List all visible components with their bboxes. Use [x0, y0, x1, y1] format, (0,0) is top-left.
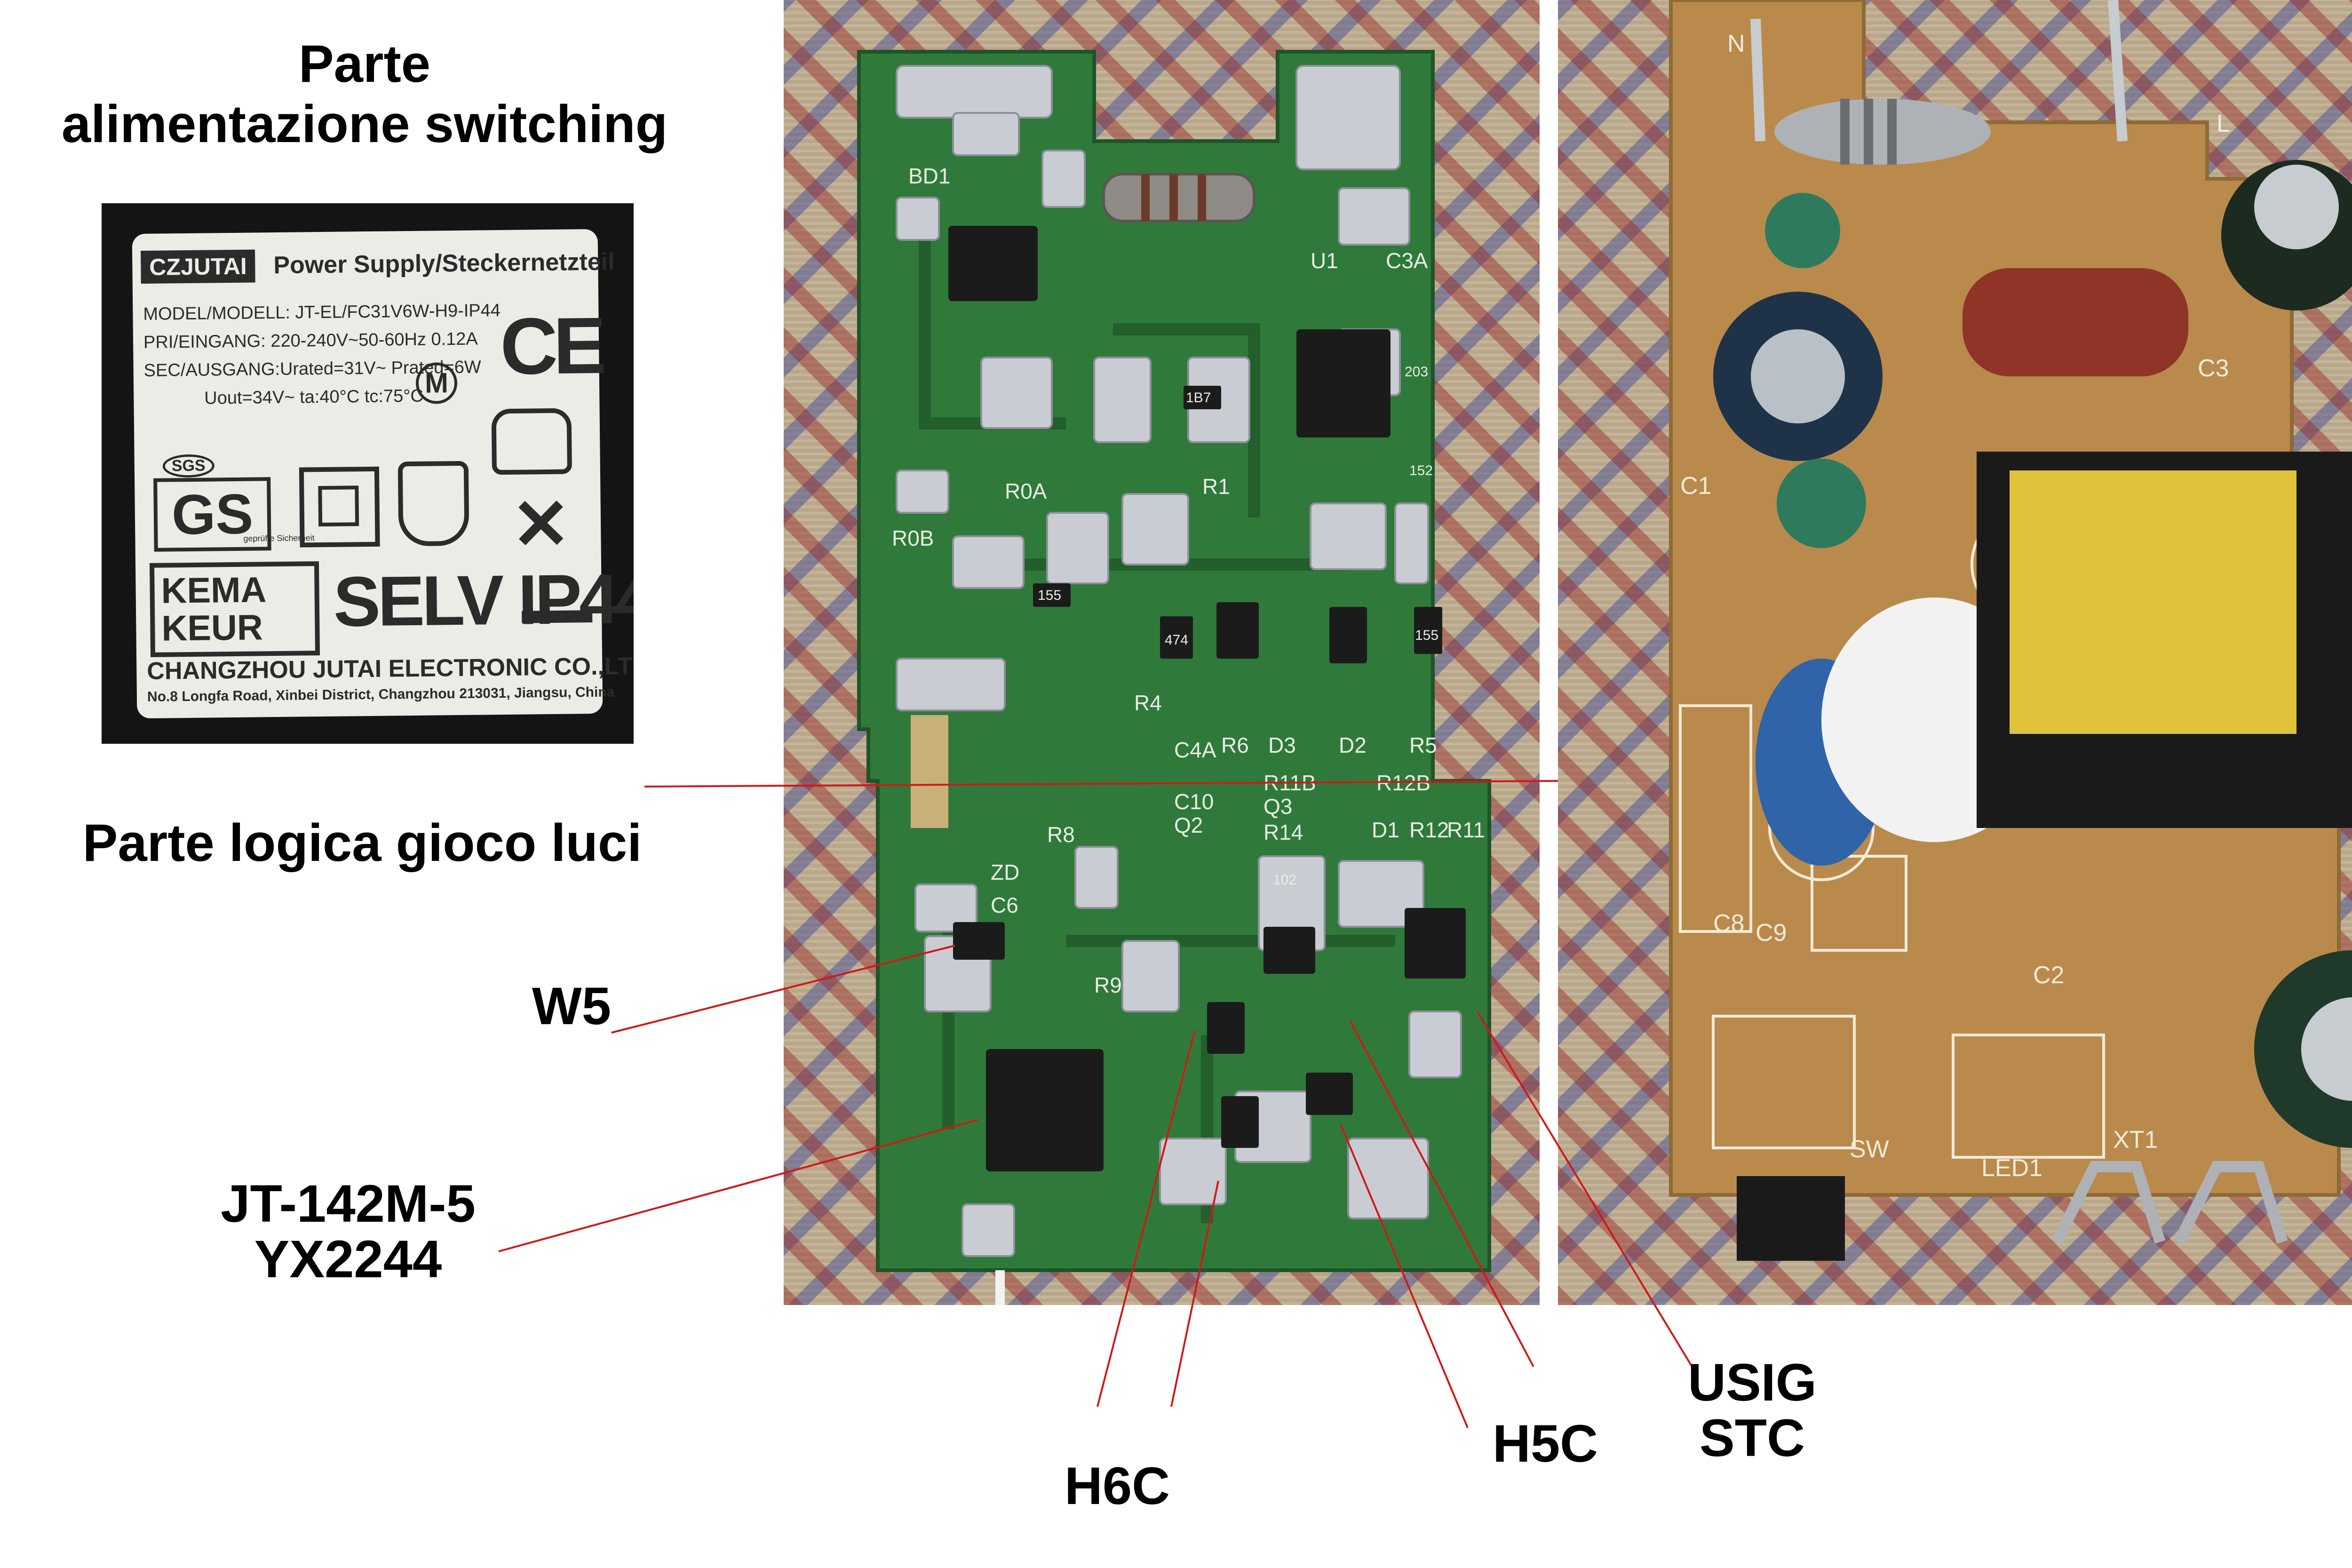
- label-company: CHANGZHOU JUTAI ELECTRONIC CO.,LTD.: [147, 652, 634, 685]
- recycle-bin-icon: ✕: [511, 484, 571, 564]
- silk-c1: C1: [1680, 472, 1711, 500]
- silk-c4a: C4A: [1174, 738, 1216, 762]
- silk-led1: LED1: [1981, 1154, 2042, 1182]
- silk-d1: D1: [1372, 818, 1399, 842]
- pcb-front-photo: BD1 U1 C3A R1 R0A R0B R4 C4A R6 D3 D2 R5…: [784, 0, 1540, 1305]
- chip-102: 102: [1273, 872, 1296, 888]
- silk-r8: R8: [1047, 822, 1075, 847]
- label-title: Power Supply/Steckernetzteil: [273, 248, 615, 279]
- silk-r12b: R12B: [1376, 771, 1430, 795]
- chip-155b: 155: [1415, 628, 1438, 643]
- callout-h6c: H6C: [1064, 1457, 1170, 1515]
- switch-sw: [1737, 1176, 1845, 1261]
- power-section-title: Parte alimentazione switching: [19, 34, 710, 154]
- silk-q3: Q3: [1263, 794, 1292, 819]
- label-secondary2: Uout=34V~ ta:40°C tc:75°C: [204, 386, 424, 408]
- silk-xt1: XT1: [2113, 1126, 2158, 1154]
- silk-c2: C2: [2033, 962, 2064, 989]
- silk-c10: C10: [1174, 789, 1214, 814]
- silk-c9: C9: [1756, 919, 1787, 947]
- chip-152: 152: [1409, 463, 1433, 478]
- brand-badge: CZJUTAI: [141, 249, 256, 284]
- power-resistor: [1774, 99, 1991, 165]
- keur-text: KEUR: [161, 607, 263, 649]
- kema-keur-badge: KEMA KEUR: [149, 561, 320, 657]
- silk-u1: U1: [1311, 248, 1338, 273]
- silk-r6: R6: [1221, 733, 1249, 757]
- y-capacitor-mid: [1777, 459, 1866, 548]
- m-mark: M: [415, 362, 458, 404]
- ce-mark: CE: [500, 301, 603, 392]
- callout-jt-line2: YX2244: [254, 1230, 442, 1289]
- silk-c6: C6: [991, 893, 1018, 917]
- silk-r0a: R0A: [1005, 479, 1047, 503]
- label-model: MODEL/MODELL: JT-EL/FC31V6W-H9-IP44: [143, 301, 501, 324]
- silk-c8: C8: [1713, 910, 1744, 937]
- silk-c3a: C3A: [1386, 248, 1428, 273]
- power-title-line1: Parte: [298, 34, 431, 93]
- safety-transformer-icon: [397, 461, 469, 547]
- silk-r11: R11: [1447, 818, 1485, 842]
- silk-n: N: [1727, 30, 1745, 57]
- callout-jt-line1: JT-142M-5: [221, 1174, 476, 1233]
- bridge-rectifier-bd1: [948, 226, 1038, 301]
- silk-bd1: BD1: [908, 164, 950, 188]
- silk-c3: C3: [2198, 355, 2229, 382]
- silk-q2: Q2: [1174, 813, 1203, 837]
- silk-d2: D2: [1339, 733, 1367, 757]
- double-insulation-icon: [299, 466, 380, 548]
- label-address: No.8 Longfa Road, Xinbei District, Chang…: [147, 684, 615, 705]
- pcb-back-photo: C3 C1 C2 C8 C9 LED1 SW XT1 L N: [1558, 0, 2352, 1305]
- sgs-mark: SGS: [162, 454, 215, 478]
- callout-usig-stc: USIG STC: [1675, 1355, 1830, 1466]
- weee-bar: [522, 610, 593, 623]
- silk-r0b: R0B: [892, 526, 934, 550]
- power-supply-label-photo: CZJUTAI Power Supply/Steckernetzteil MOD…: [102, 203, 634, 744]
- y-capacitor-top: [1765, 193, 1840, 268]
- logic-section-title: Parte logica gioco luci: [82, 813, 642, 872]
- callout-h5c: H5C: [1492, 1414, 1598, 1473]
- power-title-line2: alimentazione switching: [61, 95, 668, 153]
- silk-l: L: [2217, 110, 2230, 137]
- callout-jt-142m-5: JT-142M-5 YX2244: [198, 1176, 499, 1287]
- enclosure-symbol-icon: [491, 408, 572, 475]
- silk-sw: SW: [1850, 1136, 1889, 1163]
- silk-r12: R12: [1409, 818, 1449, 842]
- chip-155a: 155: [1038, 588, 1061, 603]
- silk-r14: R14: [1263, 820, 1303, 844]
- silk-r1: R1: [1202, 474, 1230, 499]
- rating-label-sticker: CZJUTAI Power Supply/Steckernetzteil MOD…: [132, 229, 634, 719]
- silk-r4: R4: [1134, 691, 1162, 715]
- chip-203: 203: [1405, 364, 1428, 380]
- callout-usig-line1: USIG: [1688, 1353, 1817, 1412]
- light-controller-ic: [986, 1049, 1104, 1171]
- label-primary: PRI/EINGANG: 220-240V~50-60Hz 0.12A: [143, 329, 478, 352]
- selv-ip44-mark: SELV IP44: [333, 558, 634, 641]
- silk-r5: R5: [1409, 733, 1437, 757]
- silk-zd: ZD: [991, 860, 1019, 884]
- kema-text: KEMA: [161, 570, 267, 611]
- x-capacitor: [1963, 268, 2188, 376]
- pcb-back-drawing: C3 C1 C2 C8 C9 LED1 SW XT1 L N: [1669, 0, 2352, 1261]
- callout-w5: W5: [532, 977, 611, 1035]
- silk-d3: D3: [1268, 733, 1296, 757]
- chip-474: 474: [1165, 632, 1188, 648]
- callout-usig-line2: STC: [1700, 1409, 1805, 1467]
- silk-r11b: R11B: [1263, 771, 1316, 795]
- silk-r9: R9: [1094, 973, 1122, 997]
- chip-1b7: 1B7: [1186, 390, 1211, 406]
- switching-ic-u1: [1296, 329, 1391, 438]
- pcb-front-drawing: BD1 U1 C3A R1 R0A R0B R4 C4A R6 D3 D2 R5…: [857, 50, 1491, 1305]
